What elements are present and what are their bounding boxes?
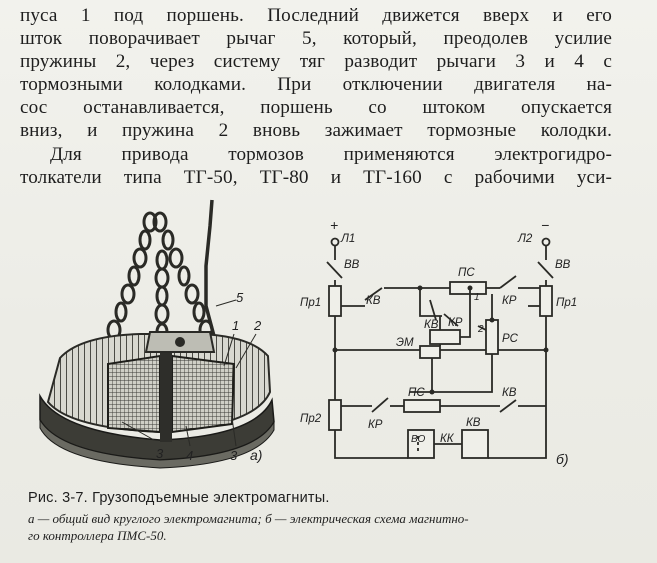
panel-label-b: б) [556,451,569,467]
label-ps-top: ПС [458,267,475,279]
label-node-2: 2 [477,324,484,335]
label-pr1-left: Пр1 [300,297,321,309]
text-line: пуса 1 под поршень. Последний движется в… [20,5,612,26]
label-ps-bottom: ПС [408,387,425,399]
caption-title: Рис. 3-7. Грузоподъемные электромагниты. [28,490,330,506]
label-l2: Л2 [517,233,533,245]
chain-icon [106,211,214,342]
text-line-paragraph-start: Для привода тормозов применяются электро… [50,143,612,165]
text-line: тормозными колодками. При отключении дви… [20,74,612,96]
label-kr-mid: КР [448,317,463,329]
label-kk: КК [440,433,455,445]
label-kv-bottom: КВ [502,387,517,399]
label-kv-top: КВ [366,295,381,307]
label-5: 5 [236,290,244,305]
text-line: вниз, и пружина 2 вновь зажимает тормозн… [20,120,612,142]
label-kv-mid: КВ [424,319,439,331]
label-vo: ВО [411,434,425,445]
caption-line: го контроллера ПМС-50. [28,528,167,543]
text-line: пружины 2, через систему тяг разводит ры… [20,51,612,73]
plus-sign: + [330,217,338,233]
cable-icon [204,199,216,337]
text-line: толкатели типа ТГ-50, ТГ-80 и ТГ-160 с р… [20,166,612,188]
panel-label-a: а) [250,447,262,463]
label-pr2: Пр2 [300,413,322,425]
minus-sign: − [541,217,549,233]
label-3: 3 [156,446,164,461]
text-line: сос останавливается, поршень со штоком о… [20,97,612,119]
label-kv-coil: КВ [466,417,481,429]
label-kr-bottom: КР [368,419,383,431]
label-pr1-right: Пр1 [556,297,577,309]
figure-3-7: 5 1 2 3 4 3 а) [39,199,577,469]
caption-line: а — общий вид круглого электромагнита; б… [28,511,469,526]
circuit-diagram [326,237,554,459]
label-rs: РС [502,333,519,345]
body-text: пуса 1 под поршень. Последний движется в… [20,4,612,189]
label-3-right: 3 [230,448,238,463]
label-vv-right: ВВ [555,259,571,271]
label-4: 4 [186,448,193,463]
label-kr-top: КР [502,295,517,307]
label-node-1: 1 [474,292,480,303]
magnet-illustration: 5 1 2 3 4 3 а) [39,199,275,469]
label-l1: Л1 [340,233,355,245]
circuit-junctions [332,285,549,395]
text-line: шток поворачивает рычаг 5, который, прео… [20,28,612,50]
label-2: 2 [253,318,262,333]
figure-caption: Рис. 3-7. Грузоподъемные электромагниты.… [28,488,628,544]
label-1: 1 [232,318,239,333]
label-vv-left: ВВ [344,259,360,271]
label-em: ЭМ [396,337,414,349]
caption-description: а — общий вид круглого электромагнита; б… [28,510,628,544]
